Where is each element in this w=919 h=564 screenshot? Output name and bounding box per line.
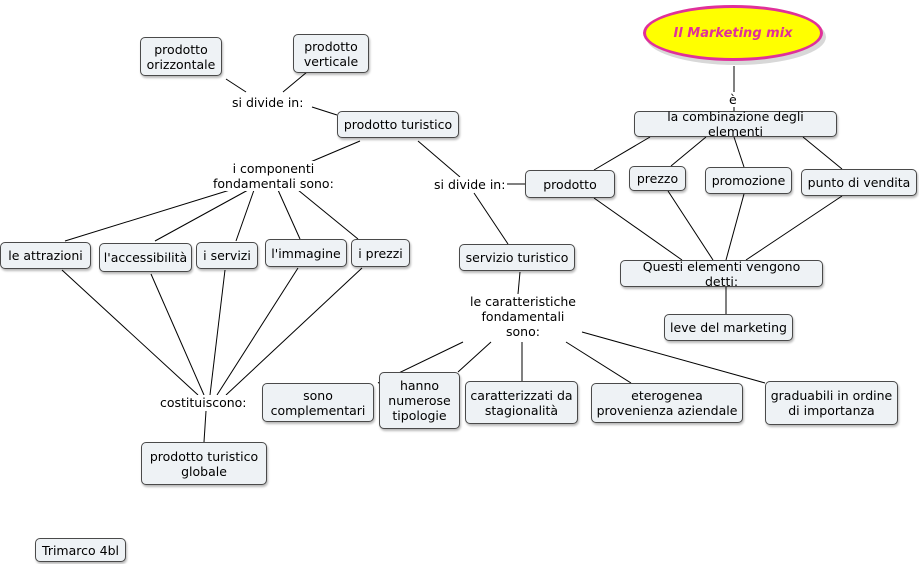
i-prezzi-node[interactable]: i prezzi (351, 239, 410, 267)
prodotto-node[interactable]: prodotto (525, 170, 615, 198)
servizio-turistico-node[interactable]: servizio turistico (459, 244, 575, 271)
prodotto-turistico-globale-node[interactable]: prodotto turistico globale (141, 442, 267, 485)
prodotto-turistico-node[interactable]: prodotto turistico (337, 111, 459, 138)
combinazione-elementi-node[interactable]: la combinazione degli elementi (634, 109, 837, 139)
immagine-node[interactable]: l'immagine (265, 239, 347, 267)
promozione-node[interactable]: promozione (705, 167, 792, 194)
i-componenti-label: i componenti fondamentali sono: (211, 161, 336, 191)
accessibilita-node[interactable]: l'accessibilità (99, 243, 192, 272)
graduabili-node[interactable]: graduabili in ordine di importanza (765, 381, 898, 425)
eterogenea-provenienza-node[interactable]: eterogenea provenienza aziendale (591, 383, 743, 423)
marketing-mix-root[interactable]: Il Marketing mix (643, 5, 823, 61)
caratteristiche-label: le caratteristiche fondamentali sono: (468, 294, 578, 339)
si-divide-in-label-2: si divide in: (432, 177, 508, 192)
punto-di-vendita-node[interactable]: punto di vendita (801, 169, 917, 196)
i-servizi-node[interactable]: i servizi (196, 242, 258, 269)
prezzo-node[interactable]: prezzo (629, 166, 686, 191)
sono-complementari-node[interactable]: sono complementari (262, 383, 374, 422)
le-attrazioni-node[interactable]: le attrazioni (0, 242, 91, 269)
si-divide-in-label-1: si divide in: (230, 95, 306, 110)
questi-elementi-node[interactable]: Questi elementi vengono detti: (620, 259, 823, 289)
e-label: è (727, 92, 739, 107)
trimarco-4bl-node[interactable]: Trimarco 4bl (35, 538, 126, 562)
costituiscono-label: costituiscono: (158, 395, 249, 410)
caratterizzati-stagionalita-node[interactable]: caratterizzati da stagionalità (465, 381, 578, 424)
hanno-numerose-tipologie-node[interactable]: hanno numerose tipologie (379, 372, 460, 429)
prodotto-verticale-node[interactable]: prodotto verticale (293, 34, 369, 73)
leve-del-marketing-node[interactable]: leve del marketing (664, 314, 793, 341)
prodotto-orizzontale-node[interactable]: prodotto orizzontale (140, 37, 222, 76)
